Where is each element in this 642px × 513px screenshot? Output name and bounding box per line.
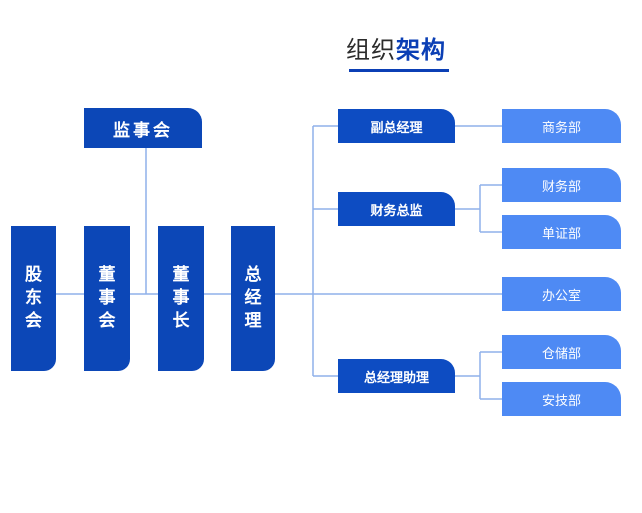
finance-dept-node: 财务部 bbox=[502, 168, 621, 202]
supervisory-board-label: 监事会 bbox=[113, 120, 173, 141]
gm-assistant-label: 总经理助理 bbox=[363, 370, 429, 386]
shareholders-char-1: 股 bbox=[25, 265, 42, 285]
chairman-char-2: 事 bbox=[172, 288, 190, 308]
gm-char-1: 总 bbox=[244, 265, 262, 285]
board-of-directors-node: 董 事 会 bbox=[84, 226, 130, 371]
finance-director-node: 财务总监 bbox=[338, 192, 455, 226]
board-char-3: 会 bbox=[98, 311, 116, 331]
shareholders-char-3: 会 bbox=[25, 311, 42, 331]
deputy-gm-label: 副总经理 bbox=[370, 120, 423, 136]
chairman-char-1: 董 bbox=[172, 265, 190, 285]
warehouse-dept-label: 仓储部 bbox=[541, 346, 581, 362]
commerce-dept-label: 商务部 bbox=[541, 120, 581, 136]
board-char-2: 事 bbox=[98, 288, 116, 308]
finance-dept-label: 财务部 bbox=[541, 179, 581, 195]
warehouse-dept-node: 仓储部 bbox=[502, 335, 621, 369]
title-highlight: 架构 bbox=[396, 36, 446, 64]
finance-director-label: 财务总监 bbox=[370, 203, 423, 219]
page-title: 组织架构 bbox=[346, 30, 446, 65]
documents-dept-label: 单证部 bbox=[541, 226, 581, 242]
safety-dept-label: 安技部 bbox=[541, 393, 581, 409]
commerce-dept-node: 商务部 bbox=[502, 109, 621, 143]
deputy-gm-node: 副总经理 bbox=[338, 109, 455, 143]
shareholders-char-2: 东 bbox=[25, 288, 42, 308]
title-prefix: 组织 bbox=[346, 36, 396, 64]
shareholders-node: 股 东 会 bbox=[11, 226, 56, 371]
office-node: 办公室 bbox=[502, 277, 621, 311]
chairman-node: 董 事 长 bbox=[158, 226, 204, 371]
board-char-1: 董 bbox=[98, 265, 116, 285]
gm-char-2: 经 bbox=[244, 288, 262, 308]
title-underline bbox=[349, 69, 449, 72]
office-label: 办公室 bbox=[541, 288, 581, 304]
supervisory-board-node: 监事会 bbox=[84, 108, 202, 148]
documents-dept-node: 单证部 bbox=[502, 215, 621, 249]
gm-char-3: 理 bbox=[244, 311, 262, 331]
chairman-char-3: 长 bbox=[172, 311, 190, 331]
gm-assistant-node: 总经理助理 bbox=[338, 359, 455, 393]
general-manager-node: 总 经 理 bbox=[231, 226, 275, 371]
safety-dept-node: 安技部 bbox=[502, 382, 621, 416]
